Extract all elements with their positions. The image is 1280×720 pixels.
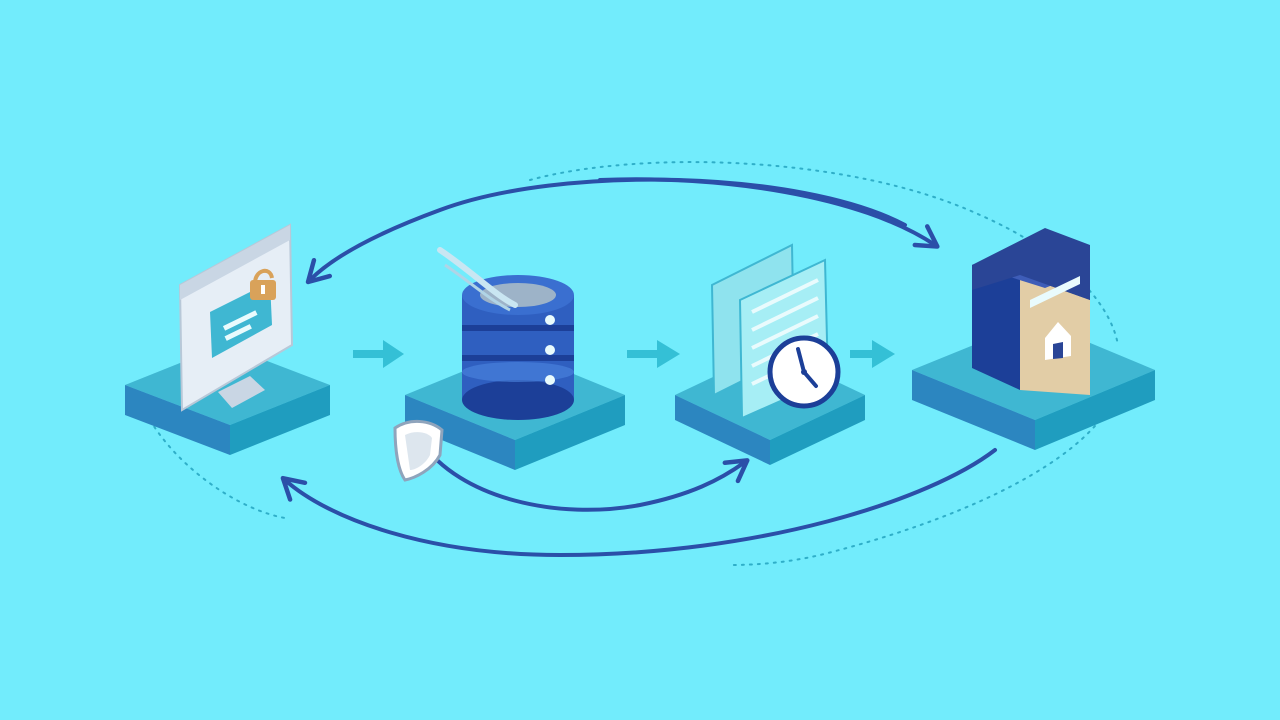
flow-arrow-3: [850, 340, 895, 368]
lower-arrow-to-backups: [418, 438, 750, 512]
flow-arrow-1: [353, 340, 404, 368]
database-icon: [437, 247, 574, 420]
dotted-ring-top: [529, 161, 1119, 346]
cable-icon: [437, 247, 518, 308]
home-icon: [1045, 322, 1071, 360]
clock-icon: [767, 335, 841, 409]
node-scheduled-backups: [675, 243, 865, 465]
upper-arrow-to-storage: [598, 177, 940, 249]
flow-arrows: [353, 340, 895, 368]
dotted-rings: [149, 161, 1119, 566]
outer-arrow-to-monitor: [280, 448, 997, 558]
dotted-ring-bottom: [149, 419, 286, 519]
lock-icon: [250, 268, 276, 300]
upper-arrow-to-monitor: [305, 177, 907, 285]
shield-icon: [393, 420, 444, 482]
platform: [125, 345, 330, 455]
node-database: [393, 247, 625, 482]
storage-box-icon: [972, 228, 1090, 395]
node-offsite-storage: [912, 228, 1155, 450]
monitor-icon: [178, 223, 294, 412]
flow-arrow-2: [627, 340, 680, 368]
cycle-arrows: [280, 177, 997, 558]
node-source-client: [125, 223, 330, 455]
